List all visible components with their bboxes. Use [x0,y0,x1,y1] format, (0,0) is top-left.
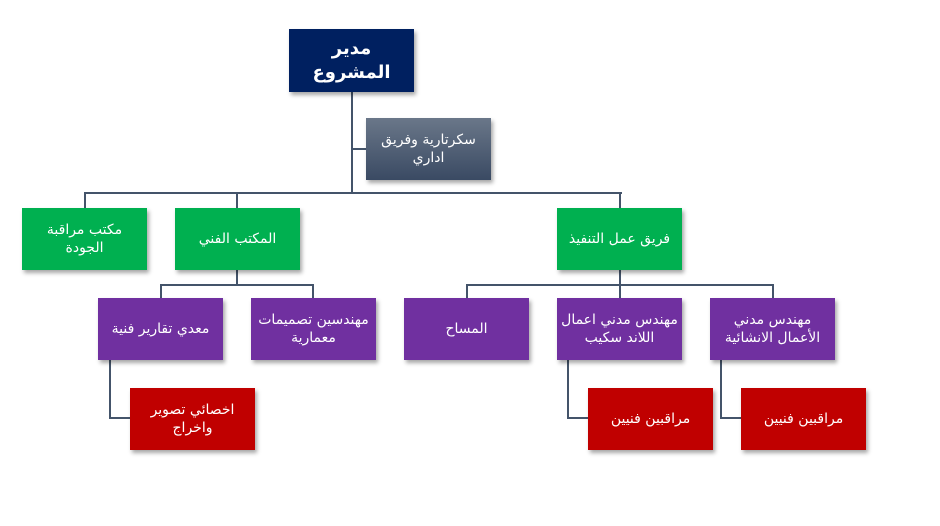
connector [160,284,314,286]
connector [619,192,621,208]
connector [351,92,353,194]
node-project-manager[interactable]: مدير المشروع [289,29,414,92]
connector [720,360,722,419]
node-label: مراقبين فنيين [610,411,691,427]
node-label: المكتب الفني [198,231,277,247]
connector [351,148,366,150]
node-structural-engineer[interactable]: مهندس مدني الأعمال الانشائية [710,298,835,360]
connector [772,284,774,298]
node-label: مدير المشروع [312,37,391,83]
connector [84,192,86,208]
connector [109,360,111,419]
node-label: مكتب مراقبة الجودة [46,222,123,256]
node-label: مهندس مدني اعمال اللاند سكيب [561,312,678,346]
connector [466,284,468,298]
node-label: اخصائي تصوير واخراج [150,402,235,436]
connector [720,417,741,419]
connector [236,270,238,285]
connector [109,417,130,419]
node-photography-specialist[interactable]: اخصائي تصوير واخراج [130,388,255,450]
node-execution-team[interactable]: فريق عمل التنفيذ [557,208,682,270]
connector [236,192,238,208]
node-architects[interactable]: مهندسين تصميمات معمارية [251,298,376,360]
connector [619,284,621,298]
node-report-writers[interactable]: معدي تقارير فنية [98,298,223,360]
node-label: سكرتارية وفريق اداري [381,132,476,166]
node-label: المساح [445,321,488,337]
connector [567,360,569,419]
node-label: معدي تقارير فنية [111,321,210,337]
node-inspectors-structural[interactable]: مراقبين فنيين [741,388,866,450]
connector [160,284,162,298]
node-secretary[interactable]: سكرتارية وفريق اداري [366,118,491,180]
node-technical-office[interactable]: المكتب الفني [175,208,300,270]
node-landscape-engineer[interactable]: مهندس مدني اعمال اللاند سكيب [557,298,682,360]
node-label: فريق عمل التنفيذ [568,231,671,247]
node-surveyor[interactable]: المساح [404,298,529,360]
connector [567,417,588,419]
node-label: مراقبين فنيين [763,411,844,427]
node-inspectors-landscape[interactable]: مراقبين فنيين [588,388,713,450]
node-quality-office[interactable]: مكتب مراقبة الجودة [22,208,147,270]
node-label: مهندس مدني الأعمال الانشائية [724,312,821,346]
connector [312,284,314,298]
connector [619,270,621,285]
node-label: مهندسين تصميمات معمارية [258,312,369,346]
connector [84,192,622,194]
